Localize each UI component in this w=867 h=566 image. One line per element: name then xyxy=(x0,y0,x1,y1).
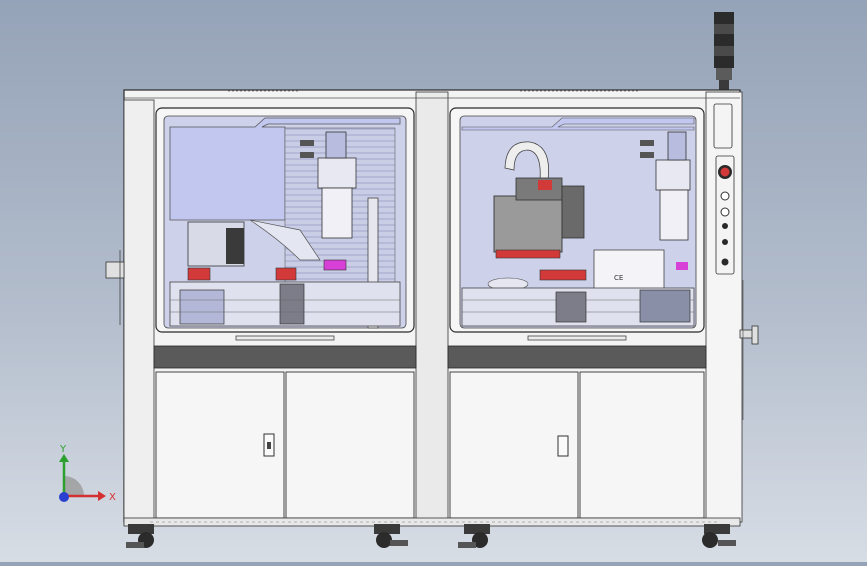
y-axis-label: Y xyxy=(59,444,67,455)
door-lock-icon[interactable] xyxy=(557,435,569,457)
caster-wheel-icon xyxy=(126,524,154,548)
caster-wheel-icon xyxy=(702,524,736,548)
svg-text:CE: CE xyxy=(614,274,623,282)
triad-plane-arc xyxy=(64,476,84,496)
z-axis-dot xyxy=(59,492,69,502)
base-skirt xyxy=(123,517,741,527)
x-axis-label: X xyxy=(109,492,116,503)
control-buttons[interactable] xyxy=(720,191,730,266)
left-window xyxy=(155,107,415,341)
caster-wheel-icon xyxy=(458,524,490,548)
control-panel xyxy=(713,103,735,275)
axis-triad: X Y xyxy=(59,444,116,503)
signal-tower-icon xyxy=(714,12,734,90)
caster-wheel-icon xyxy=(374,524,408,548)
door-lock-icon[interactable] xyxy=(263,433,275,457)
emergency-stop-icon[interactable] xyxy=(718,165,732,179)
cabinet-doors xyxy=(155,371,705,519)
middle-band xyxy=(153,345,707,369)
right-window: CE xyxy=(449,107,705,341)
